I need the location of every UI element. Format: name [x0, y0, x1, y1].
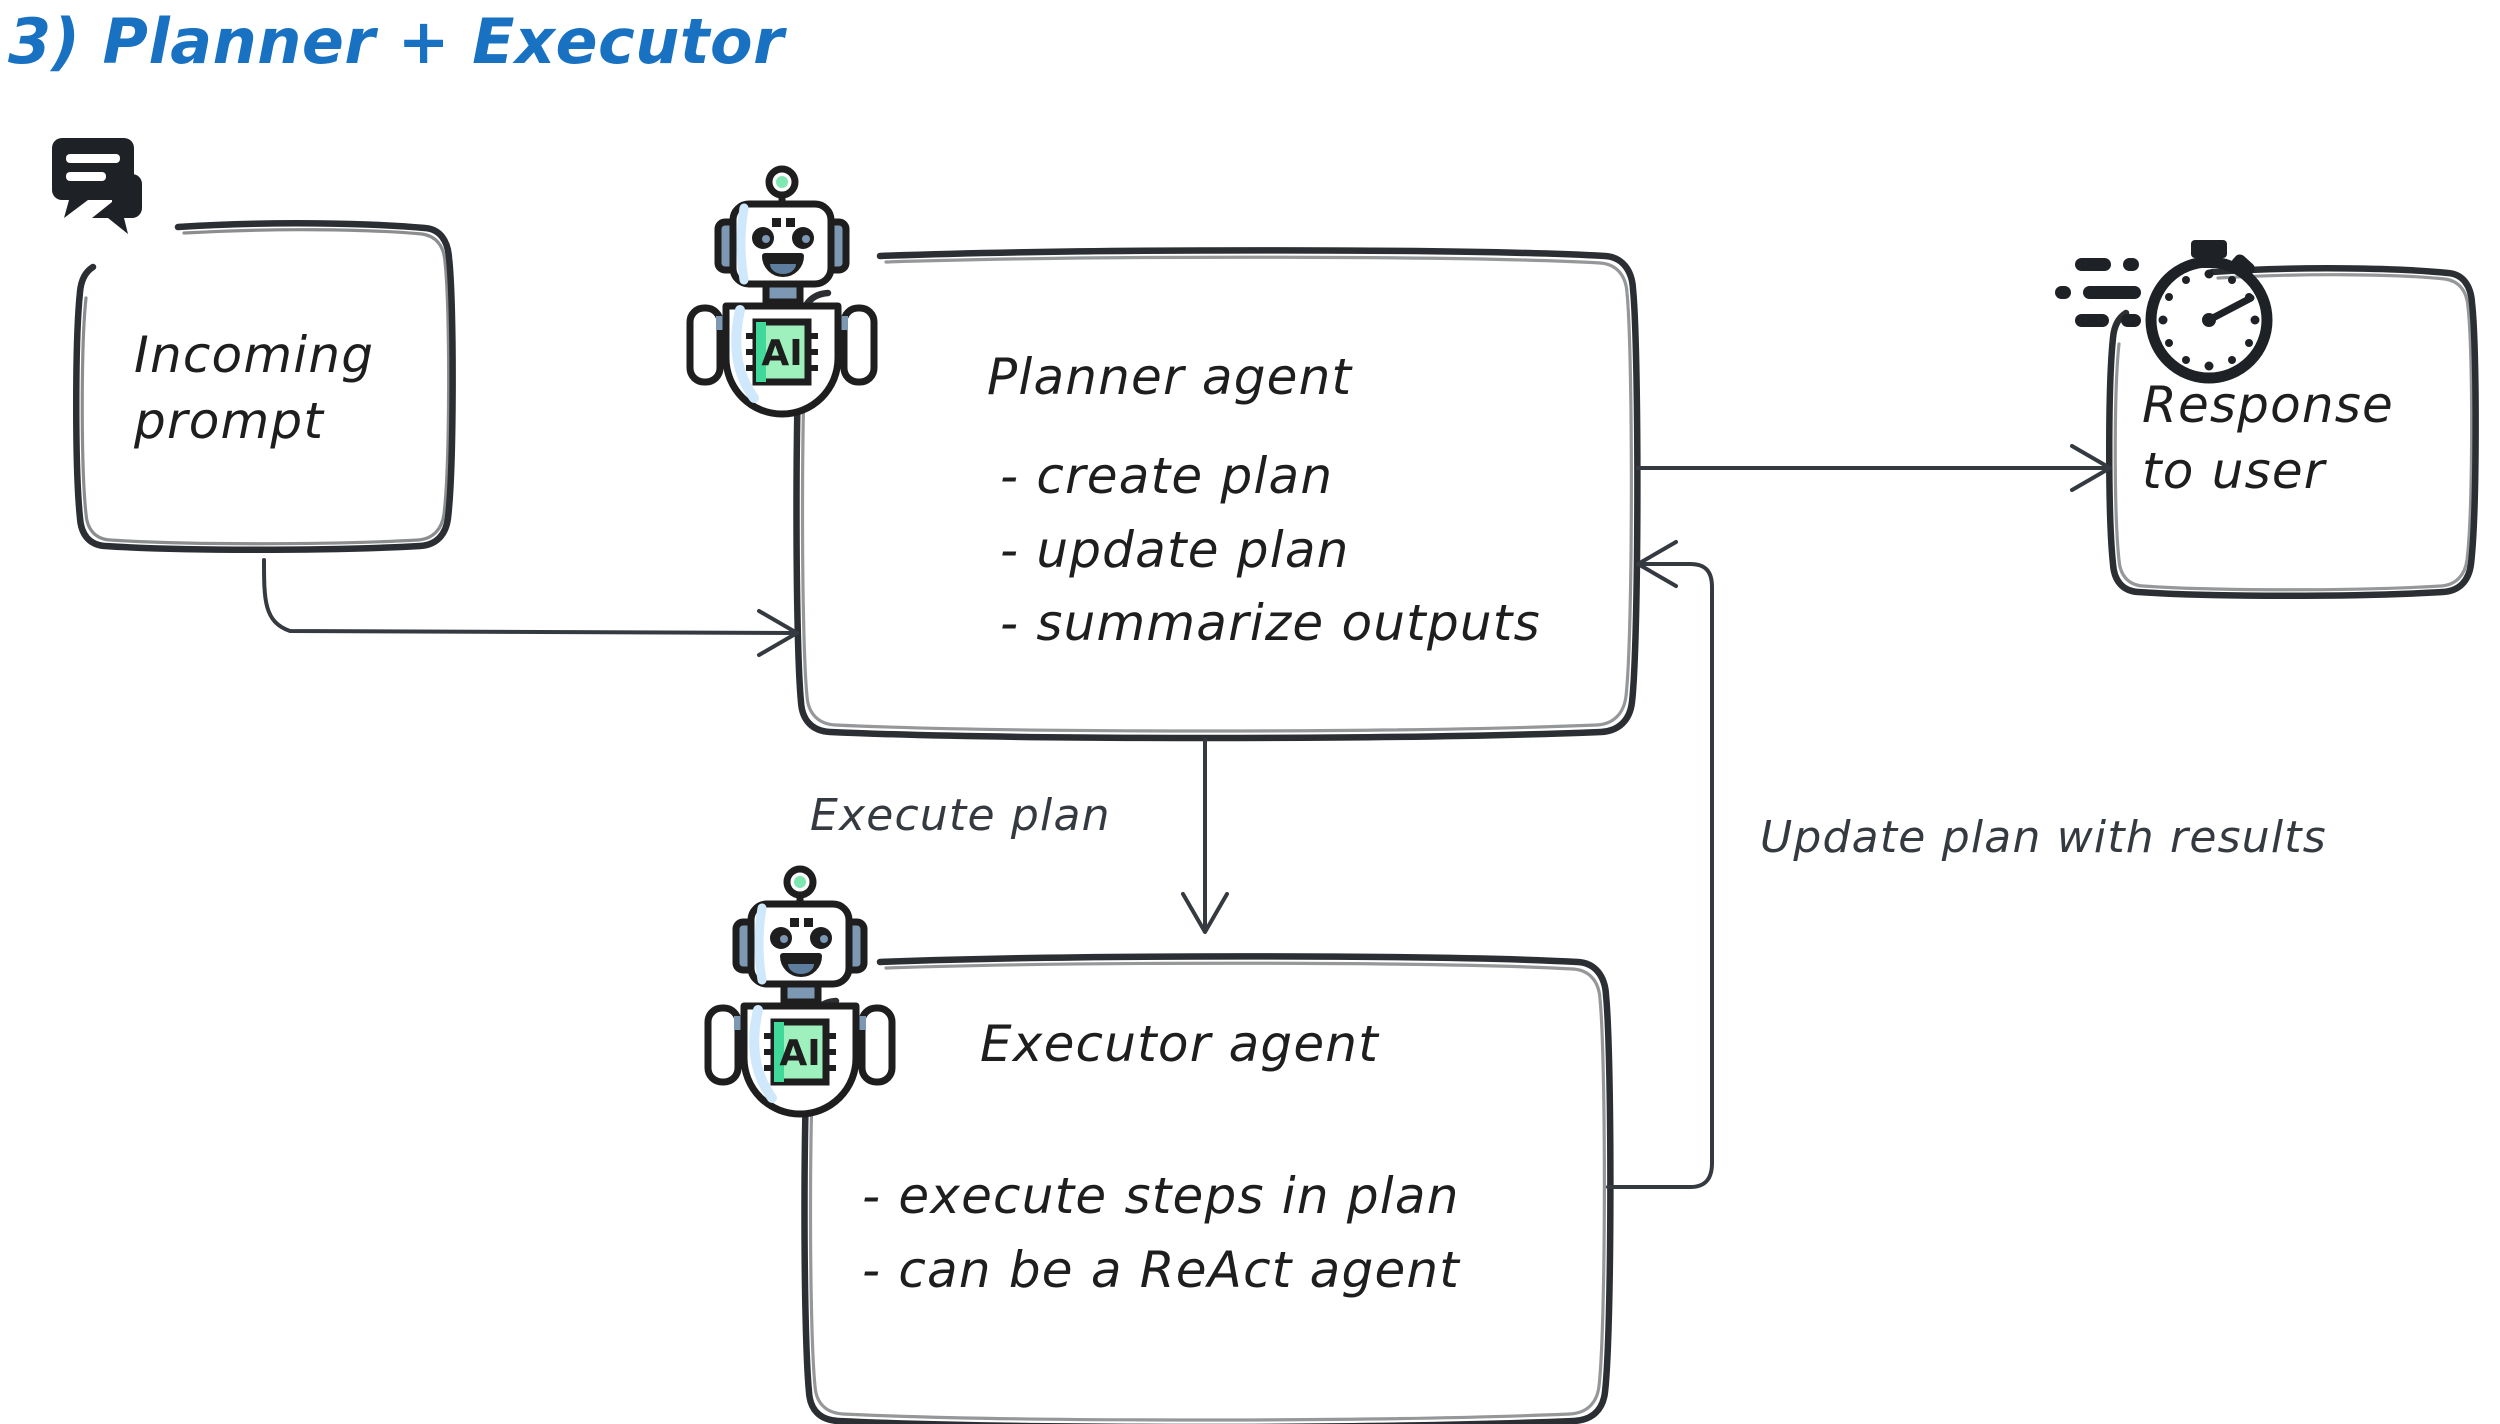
- chat-bubbles-icon: [52, 138, 142, 234]
- response-to-user-label: Response to user: [2142, 376, 2394, 500]
- ai-robot-icon-planner: AI: [686, 165, 878, 418]
- executor-agent-bullets: - execute steps in plan - can be a ReAct…: [862, 1167, 1461, 1299]
- executor-agent-title: Executor agent: [980, 1015, 1380, 1073]
- planner-agent-title: Planner agent: [987, 348, 1353, 406]
- fast-stopwatch-icon: [2055, 240, 2273, 384]
- edge-label-execute-plan: Execute plan: [810, 790, 1111, 841]
- executor-outline-second-pass: [808, 961, 1606, 1422]
- robot-chip-label-planner: AI: [761, 333, 802, 374]
- incoming-prompt-outline: [73, 220, 456, 553]
- planner-outline-second-pass: [800, 255, 1633, 733]
- response-outline: [2106, 265, 2479, 599]
- response-outline-second-pass: [2113, 273, 2474, 592]
- incoming-prompt-outline-second-pass: [80, 228, 451, 546]
- incoming-prompt-label: Incoming prompt: [134, 326, 375, 450]
- edge-prompt-to-planner: [262, 558, 799, 657]
- robot-chip-label-executor: AI: [779, 1033, 820, 1074]
- planner-agent-bullets: - create plan - update plan - summarize …: [1000, 447, 1541, 652]
- edge-executor-to-planner: [1606, 540, 1714, 1189]
- ai-robot-icon-executor: AI: [704, 865, 896, 1118]
- planner-outline: [793, 247, 1641, 742]
- node-response-to-user[interactable]: [2106, 265, 2479, 599]
- node-incoming-prompt[interactable]: [73, 220, 456, 553]
- node-planner-agent[interactable]: [793, 247, 1641, 742]
- edge-planner-to-response: [1636, 444, 2112, 492]
- page-title: 3) Planner + Executor: [8, 5, 785, 78]
- executor-outline: [801, 953, 1614, 1424]
- edge-label-update-plan-with-results: Update plan with results: [1760, 812, 2327, 863]
- edge-planner-to-executor: [1181, 738, 1229, 934]
- node-executor-agent[interactable]: [801, 953, 1614, 1424]
